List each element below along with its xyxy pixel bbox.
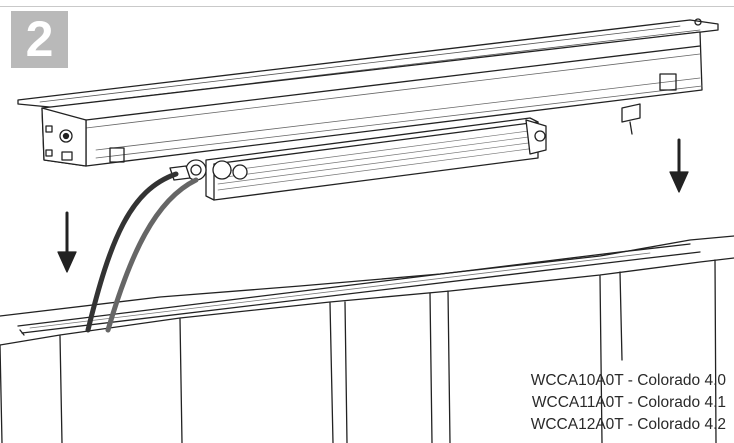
fixture-housing [17,18,719,167]
model-line: WCCA10A0T - Colorado 4.0 [530,372,726,389]
model-line: WCCA12A0T - Colorado 4.2 [530,416,726,433]
model-list: WCCA10A0T - Colorado 4.0 WCCA11A0T - Col… [531,370,726,436]
cables [85,171,199,333]
top-rule [0,6,734,7]
down-arrow-icon [57,211,77,273]
down-arrow-icon [669,138,689,193]
step-number-badge: 2 [11,11,68,68]
recess-channel [0,235,734,443]
driver-box [169,117,547,201]
model-line: WCCA11A0T - Colorado 4.1 [531,394,726,411]
